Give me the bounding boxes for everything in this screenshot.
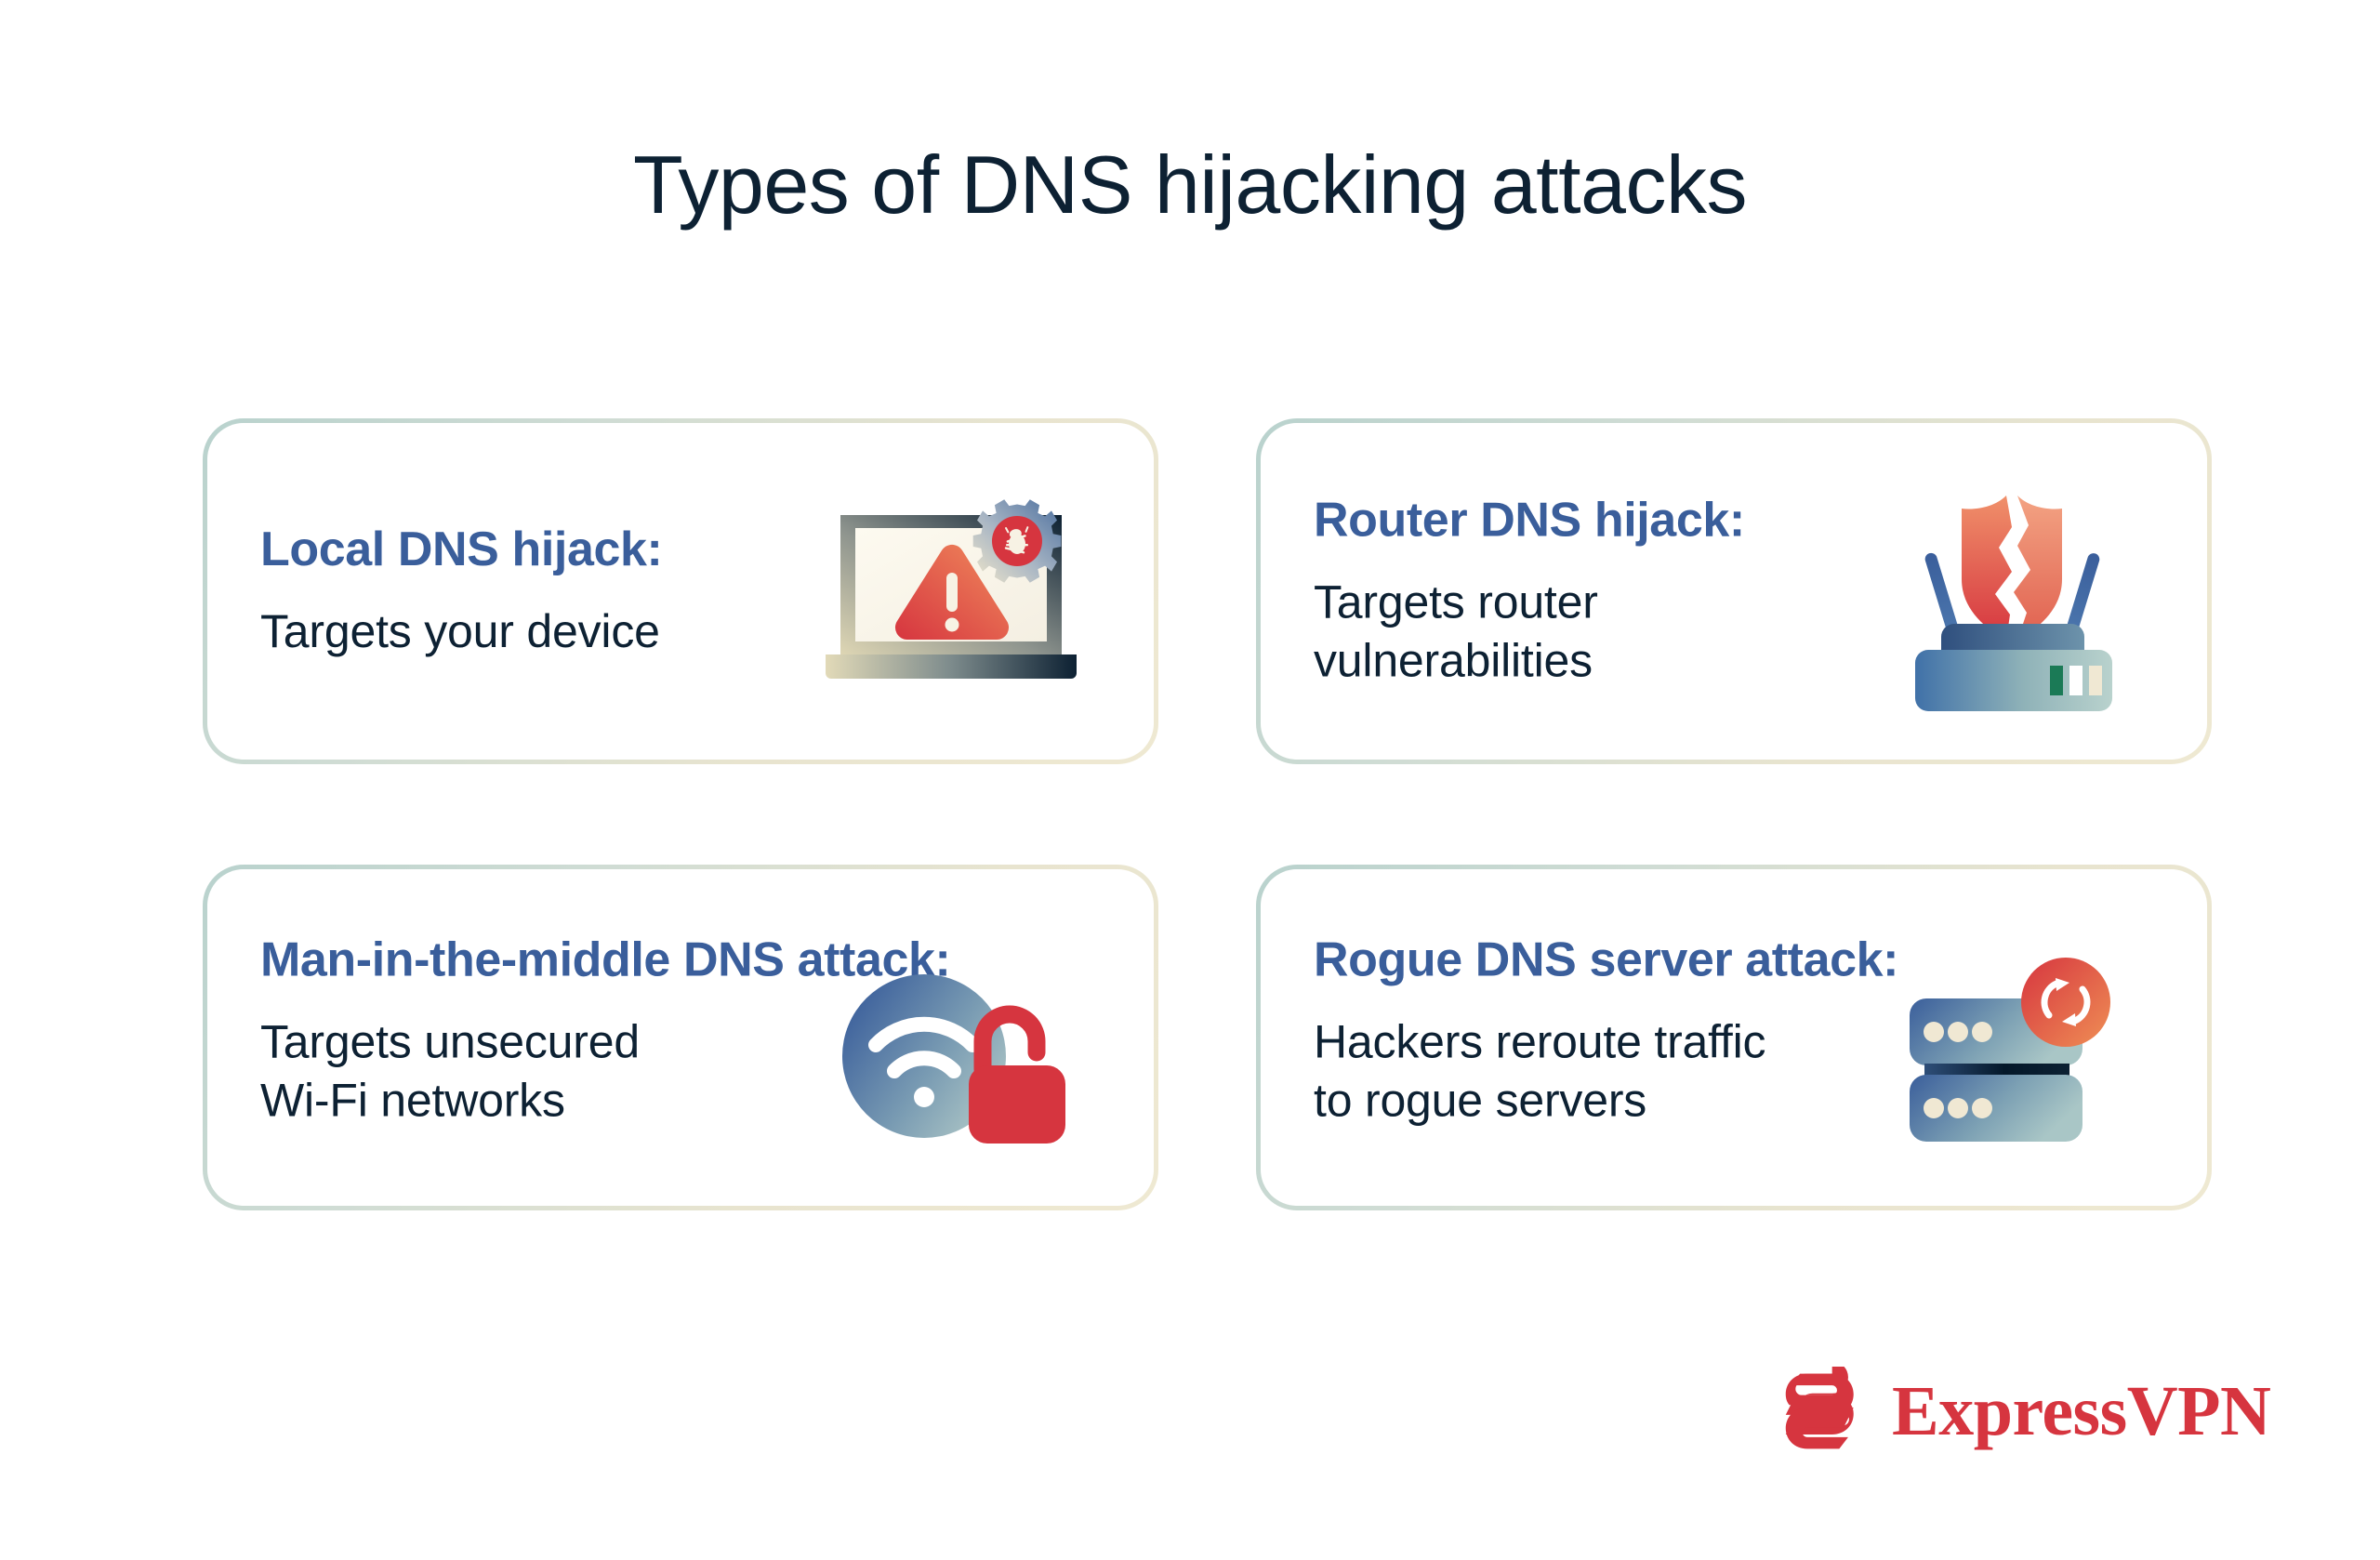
card-text-block: Router DNS hijack: Targets router vulner… — [1314, 492, 1745, 690]
wifi-open-padlock-icon — [815, 948, 1104, 1181]
card-heading: Router DNS hijack: — [1314, 493, 1745, 548]
server-rack-sync-icon — [1869, 948, 2157, 1181]
card-body: Hackers reroute traffic to rogue servers — [1314, 1015, 1766, 1127]
card-heading: Rogue DNS server attack: — [1314, 932, 1899, 987]
card-body: Targets unsecured Wi-Fi networks — [260, 1015, 640, 1127]
card-rogue-dns-server-attack: Rogue DNS server attack: Hackers reroute… — [1256, 865, 2212, 1210]
card-body: Targets router vulnerabilities — [1314, 575, 1598, 687]
card-body: Targets your device — [260, 605, 660, 658]
card-heading: Local DNS hijack: — [260, 522, 663, 576]
card-heading: Man-in-the-middle DNS attack: — [260, 932, 951, 987]
attack-types-grid: Local DNS hijack: Targets your device — [203, 418, 2211, 1210]
laptop-warning-gear-bug-icon — [815, 475, 1104, 707]
expressvpn-e-mark-icon — [1785, 1367, 1854, 1449]
page-title: Types of DNS hijacking attacks — [633, 139, 1747, 231]
card-text-block: Local DNS hijack: Targets your device — [260, 522, 663, 661]
expressvpn-logo: ExpressVPN — [1780, 1367, 2271, 1456]
card-text-block: Rogue DNS server attack: Hackers reroute… — [1314, 932, 1898, 1130]
card-local-dns-hijack: Local DNS hijack: Targets your device — [203, 418, 1158, 764]
card-router-dns-hijack: Router DNS hijack: Targets router vulner… — [1256, 418, 2212, 764]
router-broken-shield-icon — [1869, 475, 2157, 711]
card-text-block: Man-in-the-middle DNS attack: Targets un… — [260, 932, 951, 1130]
card-man-in-the-middle-dns-attack: Man-in-the-middle DNS attack: Targets un… — [203, 865, 1158, 1210]
expressvpn-wordmark: ExpressVPN — [1892, 1372, 2271, 1450]
